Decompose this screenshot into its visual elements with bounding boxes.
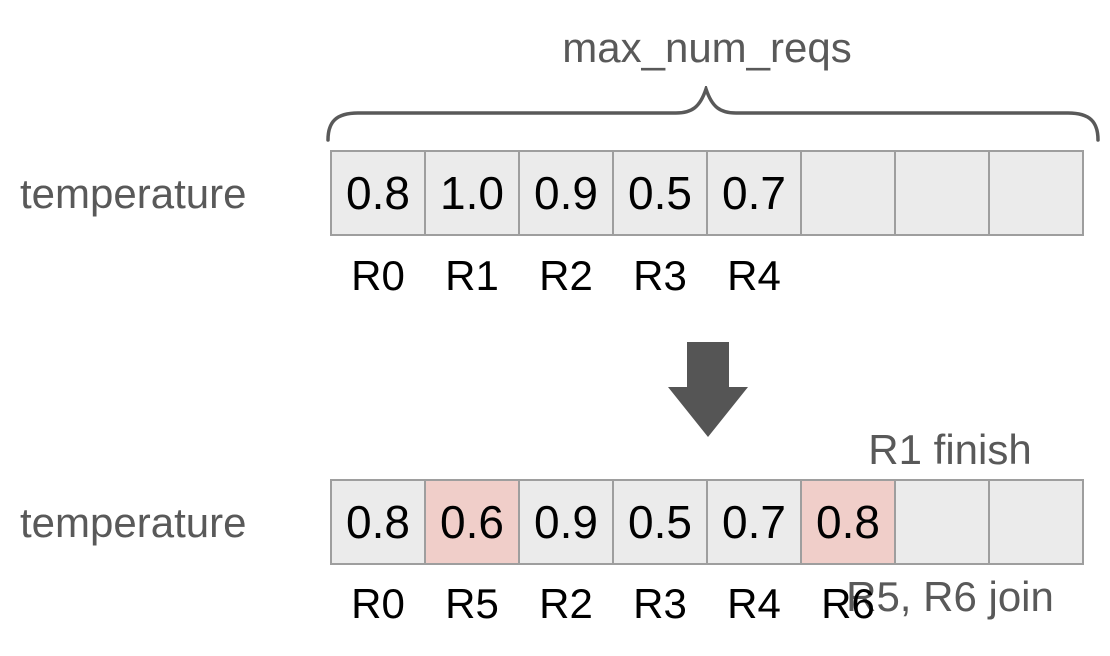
request-label-empty xyxy=(895,252,989,300)
request-labels-after: R0 R5 R2 R3 R4 R6 xyxy=(331,580,1085,628)
request-labels-before: R0 R1 R2 R3 R4 xyxy=(331,252,1085,300)
request-label-r3: R3 xyxy=(633,580,687,627)
array-cell-empty xyxy=(895,151,989,235)
transition-note-line2: R5, R6 join xyxy=(846,573,1054,620)
array-cell-r3: 0.5 xyxy=(613,480,707,564)
array-cell-empty xyxy=(989,480,1083,564)
array-cell-empty xyxy=(895,480,989,564)
array-cell-r0: 0.8 xyxy=(331,151,425,235)
array-cell-r3: 0.5 xyxy=(613,151,707,235)
array-cell-r2: 0.9 xyxy=(519,151,613,235)
transition-note: R1 finish R5, R6 join xyxy=(795,327,1105,656)
request-label-r0: R0 xyxy=(351,580,405,627)
request-label-r3: R3 xyxy=(633,252,687,299)
request-label-r1: R1 xyxy=(445,252,499,299)
request-label-empty xyxy=(989,580,1083,628)
request-label-r0: R0 xyxy=(351,252,405,299)
array-cell-r4: 0.7 xyxy=(707,151,801,235)
array-cell-empty xyxy=(989,151,1083,235)
request-label-r2: R2 xyxy=(539,580,593,627)
array-cell-r2: 0.9 xyxy=(519,480,613,564)
request-label-empty xyxy=(801,252,895,300)
request-label-empty xyxy=(989,252,1083,300)
down-arrow-icon xyxy=(668,342,748,437)
max-num-reqs-label: max_num_reqs xyxy=(562,24,852,71)
request-label-r6: R6 xyxy=(821,580,875,627)
temperature-label-after: temperature xyxy=(20,499,247,546)
request-label-r5: R5 xyxy=(445,580,499,627)
temperature-array-before: 0.8 1.0 0.9 0.5 0.7 xyxy=(330,150,1084,236)
array-cell-r0: 0.8 xyxy=(331,480,425,564)
array-cell-r4: 0.7 xyxy=(707,480,801,564)
temperature-label-before: temperature xyxy=(20,170,247,217)
request-label-empty xyxy=(895,580,989,628)
array-cell-empty xyxy=(801,151,895,235)
request-label-r4: R4 xyxy=(727,252,781,299)
array-cell-r1: 1.0 xyxy=(425,151,519,235)
temperature-array-after: 0.8 0.6 0.9 0.5 0.7 0.8 xyxy=(330,479,1084,565)
curly-brace-icon xyxy=(326,86,1100,142)
request-label-r2: R2 xyxy=(539,252,593,299)
array-cell-r5: 0.6 xyxy=(425,480,519,564)
request-label-r4: R4 xyxy=(727,580,781,627)
transition-note-line1: R1 finish xyxy=(868,426,1032,473)
array-cell-r6: 0.8 xyxy=(801,480,895,564)
